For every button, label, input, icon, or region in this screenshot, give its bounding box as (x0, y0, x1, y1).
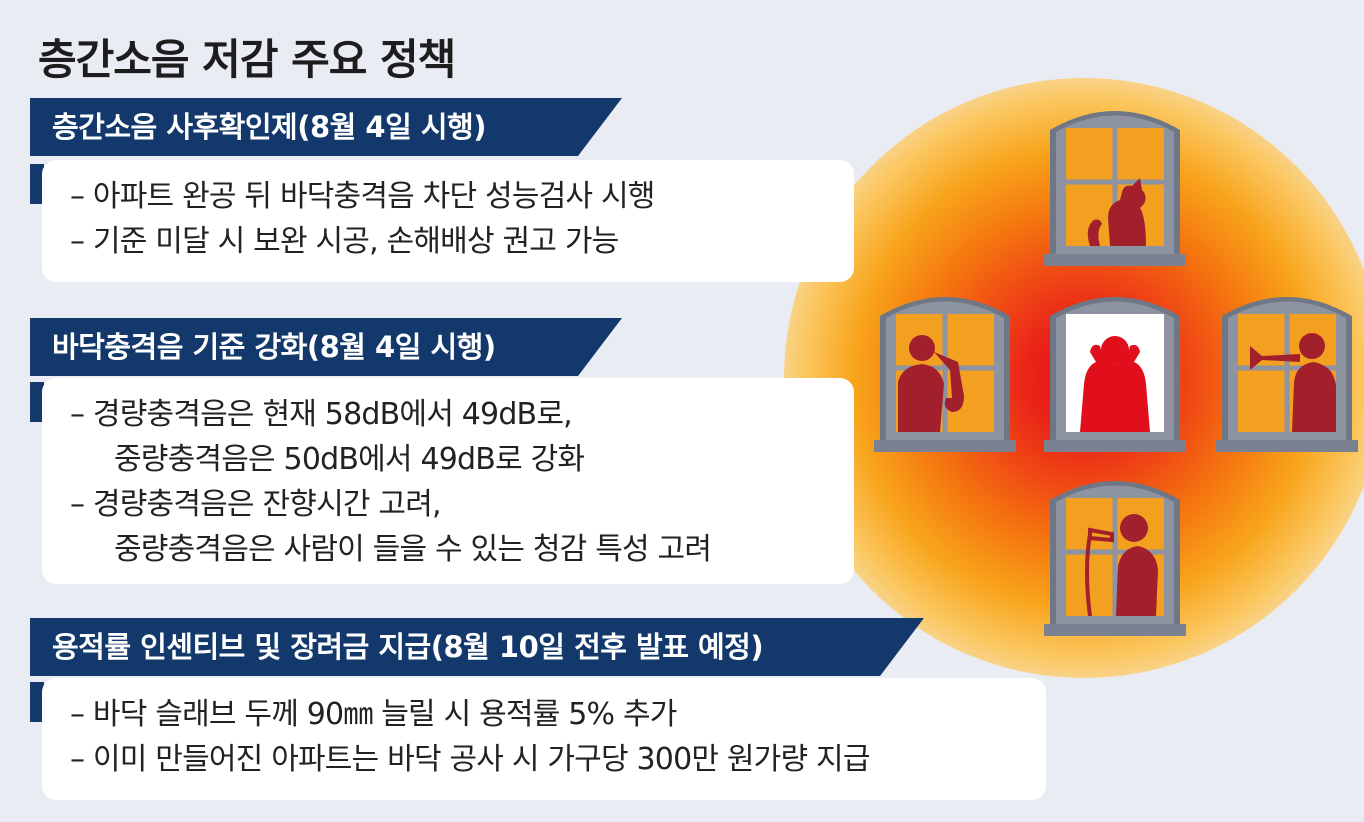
window-left-saxophone (874, 297, 1016, 452)
section-notch (30, 682, 44, 722)
section-2-line-4: 중량충격음은 사람이 들을 수 있는 청감 특성 고려 (114, 532, 712, 567)
saxophone-icon (934, 352, 964, 412)
section-1-line-2: – 기준 미달 시 보완 시공, 손해배상 권고 가능 (70, 224, 619, 259)
dog-silhouette (1087, 178, 1146, 246)
section-2-heading: 바닥충격음 기준 강화(8월 4일 시행) (30, 318, 622, 376)
saxophone-player-silhouette (898, 364, 944, 432)
trumpet-icon (1250, 346, 1300, 370)
section-1-heading: 층간소음 사후확인제(8월 4일 시행) (30, 98, 622, 156)
section-3-heading: 용적률 인센티브 및 장려금 지급(8월 10일 전후 발표 예정) (30, 618, 924, 676)
section-2-line-2: 중량충격음은 50dB에서 49dB로 강화 (114, 442, 585, 477)
section-2-card: – 경량충격음은 현재 58dB에서 49dB로, 중량충격음은 50dB에서 … (42, 378, 854, 584)
trumpet-player-silhouette (1292, 362, 1336, 432)
window-top-dog (1044, 111, 1186, 266)
section-3-card: – 바닥 슬래브 두께 90㎜ 늘릴 시 용적률 5% 추가 – 이미 만들어진… (42, 678, 1046, 800)
person-covering-ears-silhouette (1080, 344, 1150, 432)
section-3-line-1: – 바닥 슬래브 두께 90㎜ 늘릴 시 용적률 5% 추가 (70, 697, 677, 732)
window-right-trumpet (1216, 297, 1358, 452)
section-2-line-3: – 경량충격음은 잔향시간 고려, (70, 487, 442, 522)
section-notch (30, 164, 44, 204)
window-bottom-singer (1044, 481, 1186, 636)
microphone-icon (1085, 527, 1114, 617)
section-1-line-1: – 아파트 완공 뒤 바닥충격음 차단 성능검사 시행 (70, 179, 655, 214)
window-center-covering-ears (1044, 297, 1186, 452)
section-3-line-2: – 이미 만들어진 아파트는 바닥 공사 시 가구당 300만 원가량 지급 (70, 742, 870, 777)
section-2-line-1: – 경량충격음은 현재 58dB에서 49dB로, (70, 397, 573, 432)
singer-silhouette (1116, 546, 1158, 616)
page-title: 층간소음 저감 주요 정책 (38, 35, 456, 84)
section-1-card: – 아파트 완공 뒤 바닥충격음 차단 성능검사 시행 – 기준 미달 시 보완… (42, 160, 854, 282)
section-notch (30, 382, 44, 422)
